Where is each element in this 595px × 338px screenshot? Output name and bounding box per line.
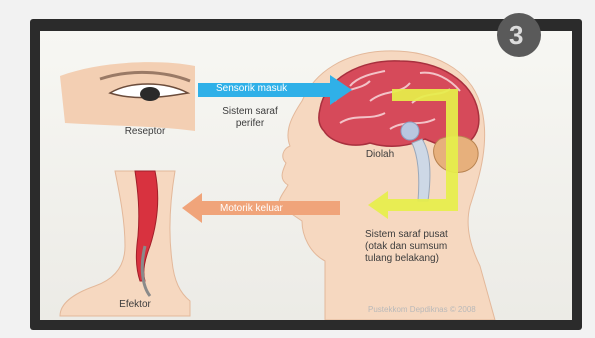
eye-iris — [140, 87, 160, 101]
leg-silhouette — [60, 171, 190, 316]
brain-inner-structure — [401, 122, 419, 140]
peripheral-line-1: Sistem saraf — [210, 106, 290, 118]
cns-line-2: (otak dan sumsum — [365, 241, 448, 253]
slide: Sensorik masuk Motorik keluar Reseptor E… — [40, 31, 572, 320]
effector-label: Efektor — [100, 299, 170, 311]
central-nervous-system-label: Sistem saraf pusat (otak dan sumsum tula… — [365, 229, 448, 265]
sensory-in-label: Sensorik masuk — [216, 83, 287, 95]
receptor-label: Reseptor — [110, 126, 180, 138]
cns-line-1: Sistem saraf pusat — [365, 229, 448, 241]
slide-number-badge: 3 — [497, 13, 541, 57]
peripheral-line-2: perifer — [210, 118, 290, 130]
cns-line-3: tulang belakang) — [365, 253, 448, 265]
motor-out-label: Motorik keluar — [220, 203, 283, 215]
diagram-illustration — [40, 31, 572, 320]
peripheral-nervous-system-label: Sistem saraf perifer — [210, 106, 290, 130]
processed-label: Diolah — [350, 149, 410, 161]
credit-text: Pustekkom Depdiknas © 2008 — [368, 305, 476, 315]
